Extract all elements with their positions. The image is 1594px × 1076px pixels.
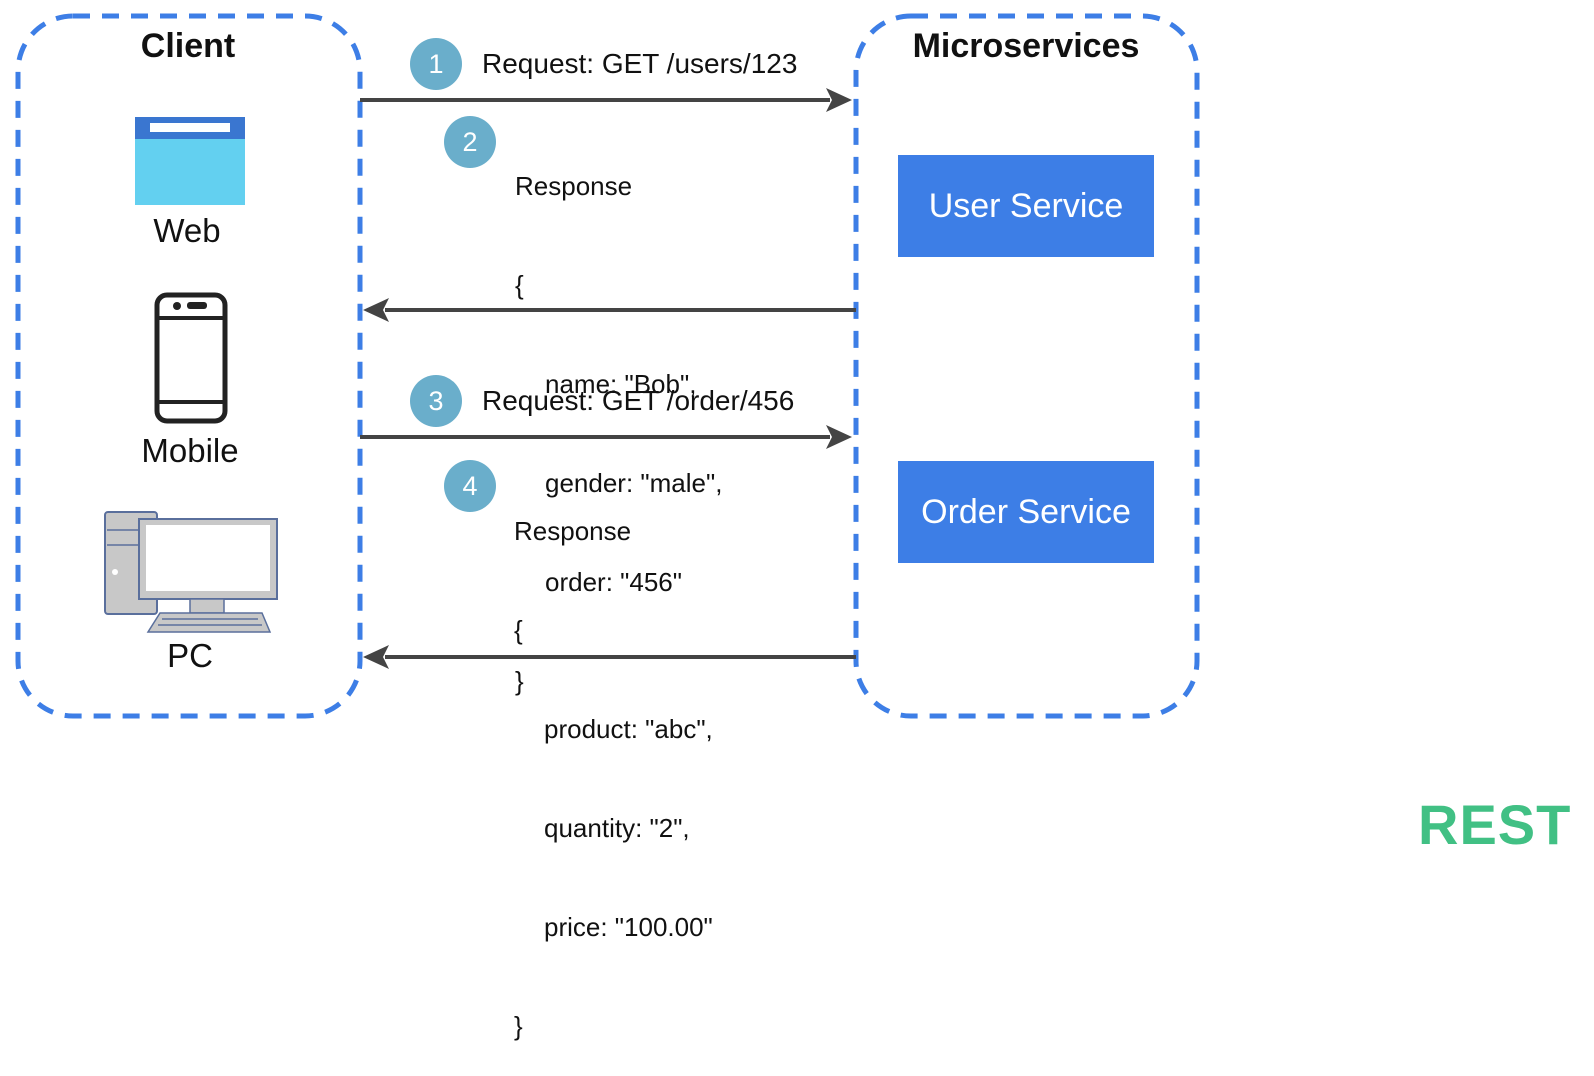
microservices-panel-border [853,13,1200,719]
mobile-phone-icon [154,292,228,424]
step-badge-4: 4 [444,460,496,512]
response-close-brace: } [514,1011,523,1041]
response-field: order: "456" [545,567,682,597]
step-badge-2: 2 [444,116,496,168]
response-open-brace: { [514,615,523,645]
order-service-box: Order Service [898,461,1154,563]
user-service-box: User Service [898,155,1154,257]
rest-tag: REST [1418,793,1572,856]
response-arrow-4 [363,645,856,669]
browser-window-icon [135,117,245,205]
response-field: name: "Bob", [545,369,697,399]
response-title: Response [514,516,632,546]
response-field: price: "100.00" [544,912,713,942]
device-label-pc: PC [167,637,213,674]
response-field: gender: "male", [545,468,723,498]
client-title: Client [140,27,236,65]
request-text-1: Request: GET /users/123 [482,48,798,79]
response-close-brace: } [515,666,524,696]
desktop-pc-icon [104,511,278,633]
response-block-2: Response { name: "Bob", gender: "male", … [515,104,722,731]
device-label-mobile: Mobile [141,432,239,469]
diagram-canvas [15,13,1200,719]
response-open-brace: { [515,270,524,300]
step-badge-3: 3 [410,375,462,427]
request-arrow-3 [360,425,852,449]
request-arrow-1 [360,88,852,112]
client-panel-border [15,13,363,719]
response-title: Response [515,171,633,201]
step-badge-1: 1 [410,38,462,90]
response-block-4: Response { product: "abc", quantity: "2"… [514,449,713,1076]
request-text-3: Request: GET /order/456 [482,385,795,416]
response-field: product: "abc", [544,714,713,744]
response-arrow-2 [363,298,856,322]
microservices-title: Microservices [912,27,1140,65]
device-label-web: Web [153,212,221,249]
response-field: quantity: "2", [544,813,690,843]
